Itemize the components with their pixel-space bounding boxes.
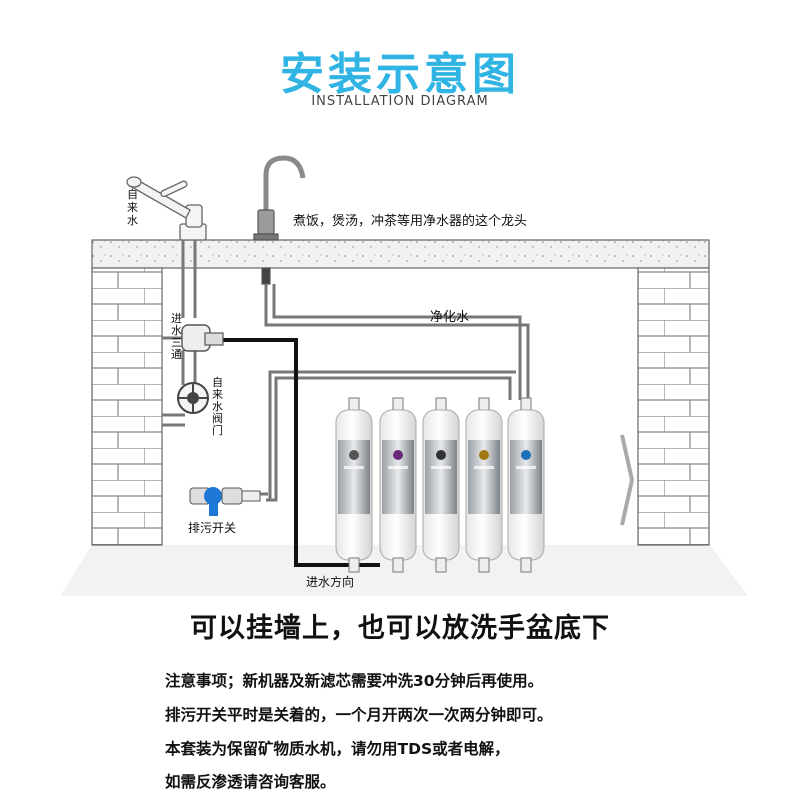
filter-color-dot	[349, 450, 359, 460]
filter-label-stripe	[474, 466, 494, 469]
note-line: 注意事项；新机器及新滤芯需要冲洗30分钟后再使用。	[165, 672, 544, 690]
diagram-title: 安装示意图	[280, 49, 520, 100]
filter-outlet-fitting	[520, 557, 532, 573]
inlet-tee-fitting	[181, 324, 224, 352]
installation-diagram: 自 来 水 煮饭，煲汤，冲茶等用净水器的这个龙头 净化水 进 水 三 通 自 来…	[60, 155, 748, 596]
label-drain-switch: 排污开关	[188, 521, 236, 535]
inlet-pipe	[205, 338, 380, 567]
drain-switch-valve	[189, 487, 261, 516]
filter-cartridges	[335, 397, 545, 573]
label-tap-water: 自 来 水	[127, 188, 142, 227]
filter-label-stripe	[388, 466, 408, 469]
label-inlet-tee: 进 水 三 通	[171, 312, 186, 361]
filter-outlet-fitting	[348, 557, 360, 573]
tap-water-valve	[177, 382, 209, 414]
tap-water-faucet	[126, 176, 207, 241]
label-tap-valve: 自 来 水 阀 门	[212, 376, 227, 437]
note-line: 如需反渗透请咨询客服。	[165, 773, 336, 791]
water-pipes	[162, 240, 530, 502]
label-purified-water: 净化水	[430, 310, 469, 325]
note-line: 排污开关平时是关着的，一个月开两次一次两分钟即可。	[165, 706, 553, 724]
note-line: 本套装为保留矿物质水机，请勿用TDS或者电解，	[165, 740, 510, 758]
label-inflow-direction: 进水方向	[306, 574, 354, 589]
filter-color-dot	[521, 450, 531, 460]
filter-label-stripe	[344, 466, 364, 469]
wall-bracket	[620, 434, 635, 526]
filter-label-stripe	[516, 466, 536, 469]
counter-top	[91, 239, 710, 269]
filter-color-dot	[436, 450, 446, 460]
label-faucet-note: 煮饭，煲汤，冲茶等用净水器的这个龙头	[293, 213, 527, 229]
right-brick-wall	[637, 267, 710, 546]
left-brick-wall	[91, 267, 163, 546]
filter-outlet-fitting	[435, 557, 447, 573]
headline: 可以挂墙上，也可以放洗手盆底下	[190, 613, 610, 644]
floor-shadow	[60, 545, 748, 596]
filter-color-dot	[393, 450, 403, 460]
purifier-faucet	[253, 155, 306, 285]
filter-label-stripe	[431, 466, 451, 469]
diagram-subtitle: INSTALLATION DIAGRAM	[311, 94, 489, 109]
filter-color-dot	[479, 450, 489, 460]
filter-outlet-fitting	[478, 557, 490, 573]
filter-outlet-fitting	[392, 557, 404, 573]
